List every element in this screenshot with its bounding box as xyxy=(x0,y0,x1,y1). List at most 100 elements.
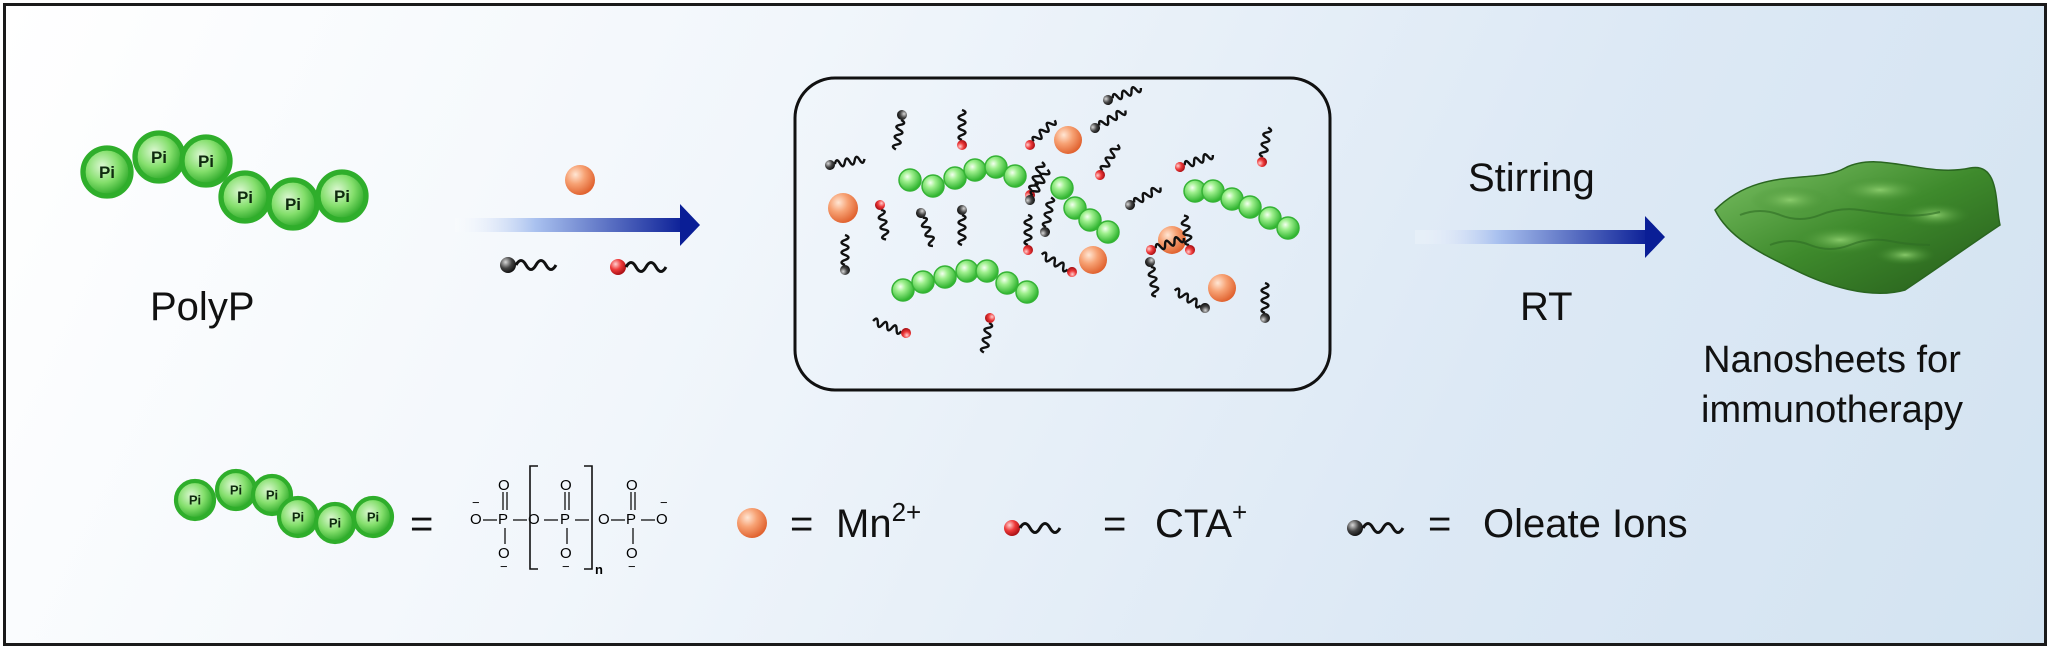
oleate-ion-icon xyxy=(500,257,558,273)
pi-unit: Pi xyxy=(315,169,369,223)
oleate-ion-icon xyxy=(1103,86,1143,105)
pi-label: Pi xyxy=(151,148,167,167)
oleate-ion-icon xyxy=(1145,257,1160,298)
oleate-ion-icon xyxy=(1090,109,1127,133)
formula-minus: − xyxy=(660,495,668,510)
polyp-bead xyxy=(1015,280,1039,304)
mn-symbol: Mn xyxy=(836,502,892,546)
cta-charge: + xyxy=(1232,497,1248,527)
nanosheets-caption: Nanosheets for immunotherapy xyxy=(1672,335,1992,435)
cta-ion-icon xyxy=(979,313,995,354)
mn-ion-icon xyxy=(828,193,858,223)
equals-sign: = xyxy=(790,502,814,546)
oleate-ion-icon xyxy=(840,233,850,275)
pi-unit: Pi xyxy=(351,495,395,539)
mixture-content xyxy=(825,86,1300,354)
pi-label: Pi xyxy=(230,483,242,498)
pi-label: Pi xyxy=(189,493,201,508)
pi-unit: Pi xyxy=(214,468,258,512)
formula-p: P xyxy=(560,511,570,528)
mixture-box xyxy=(793,76,1332,392)
formula-o: O xyxy=(498,477,510,494)
formula-o: O xyxy=(470,511,482,528)
pi-label: Pi xyxy=(285,195,301,214)
cta-ion-icon xyxy=(1023,213,1033,255)
legend-cta-label: CTA+ xyxy=(1155,499,1247,547)
equals-sign: = xyxy=(410,502,434,546)
polyp-bead xyxy=(1258,206,1282,230)
oleate-ion-icon xyxy=(891,110,907,151)
polyp-bead xyxy=(1276,216,1300,240)
mn-ion-icon xyxy=(1208,274,1236,302)
pi-unit: Pi xyxy=(276,495,320,539)
oleate-ion-icon xyxy=(916,208,935,248)
nanosheets-line-1: Nanosheets for xyxy=(1703,339,1961,381)
polyp-bead xyxy=(1003,164,1027,188)
legend-oleate-ion-icon xyxy=(1347,520,1405,536)
pi-label: Pi xyxy=(198,152,214,171)
pi-label: Pi xyxy=(367,510,379,525)
polyp-bead xyxy=(898,168,922,192)
equals-sign: = xyxy=(1103,502,1127,546)
polyp-bead xyxy=(943,166,967,190)
polyp-bead xyxy=(1096,220,1120,244)
pi-unit: Pi xyxy=(313,501,357,545)
cta-ion-icon xyxy=(872,317,911,338)
oleate-ion-icon xyxy=(1040,196,1056,237)
legend-mn-ion-icon xyxy=(737,508,767,538)
pi-label: Pi xyxy=(329,516,341,531)
polyp-bead xyxy=(984,155,1008,179)
equals-sign: = xyxy=(1428,502,1452,546)
polyp-bead xyxy=(975,259,999,283)
polyp-bead xyxy=(1050,176,1074,200)
formula-p: P xyxy=(626,511,636,528)
arrow-mixing xyxy=(455,204,700,246)
pi-label: Pi xyxy=(334,187,350,206)
pi-unit: Pi xyxy=(173,478,217,522)
formula-p: P xyxy=(498,511,508,528)
formula-minus: − xyxy=(472,495,480,510)
pi-unit: Pi xyxy=(179,134,233,188)
rt-label: RT xyxy=(1520,285,1573,329)
polyp-bead xyxy=(933,265,957,289)
oleate-ion-icon xyxy=(1173,287,1210,313)
polyp-bead xyxy=(921,174,945,198)
arrow-stirring xyxy=(1415,216,1665,258)
cta-ion-icon xyxy=(1025,119,1057,150)
cta-ion-icon xyxy=(1175,153,1215,172)
oleate-ion-icon xyxy=(1125,186,1162,210)
polyp-label: PolyP xyxy=(150,285,255,329)
nanosheet-icon xyxy=(1714,161,2001,294)
cta-ion-icon xyxy=(610,259,668,275)
polyphosphate-formula: O − P O O − O P O O − n O xyxy=(470,465,668,577)
oleate-ion-icon xyxy=(1025,168,1051,205)
formula-n: n xyxy=(595,562,603,577)
pi-unit: Pi xyxy=(132,130,186,184)
polyp-bead xyxy=(995,271,1019,295)
cta-ion-icon xyxy=(875,200,890,241)
pi-label: Pi xyxy=(266,488,278,503)
formula-minus: − xyxy=(628,559,636,574)
cta-ion-icon xyxy=(1180,214,1195,255)
formula-o: O xyxy=(626,477,638,494)
legend-oleate-label: Oleate Ions xyxy=(1483,502,1688,546)
cta-symbol: CTA xyxy=(1155,502,1233,546)
oleate-ion-icon xyxy=(957,205,967,247)
pi-unit: Pi xyxy=(218,170,272,224)
formula-o: O xyxy=(598,511,610,528)
formula-o: O xyxy=(528,511,540,528)
pi-label: Pi xyxy=(292,510,304,525)
formula-o: O xyxy=(498,545,510,562)
formula-o: O xyxy=(560,477,572,494)
mn-ion-icon xyxy=(565,165,595,195)
formula-o: O xyxy=(626,545,638,562)
cta-ion-icon xyxy=(957,108,967,150)
nanosheets-line-2: immunotherapy xyxy=(1701,389,1963,431)
cta-ion-icon xyxy=(1257,126,1273,167)
cta-ion-icon xyxy=(1040,251,1077,277)
oleate-ion-icon xyxy=(825,155,866,170)
